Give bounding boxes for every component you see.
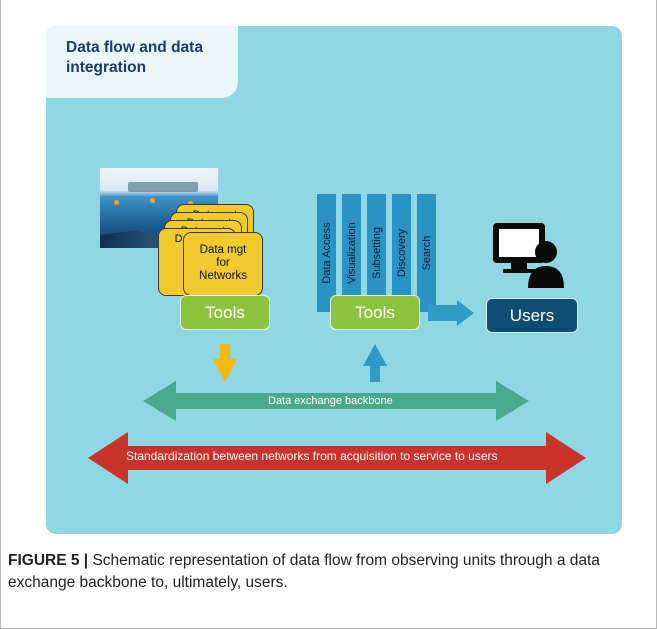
monitor-base	[503, 269, 535, 273]
photo-coastline	[128, 182, 198, 192]
front-card-line-3: Networks	[199, 270, 247, 282]
tool-column-data-access: Data Access	[317, 194, 336, 312]
tools-right-button: Tools	[330, 295, 420, 330]
buoy-marker	[188, 201, 193, 206]
backbone-label: Data exchange backbone	[268, 395, 393, 407]
monitor-stand	[511, 263, 527, 269]
users-label: Users	[509, 305, 555, 325]
figure-label: FIGURE 5 |	[8, 552, 89, 569]
buoy-marker	[150, 198, 155, 203]
users-button: Users	[486, 298, 578, 333]
backbone-double-arrow	[143, 381, 529, 421]
buoy-marker	[114, 200, 119, 205]
standardization-double-arrow	[88, 432, 586, 484]
diagram-arrows-layer	[88, 223, 586, 484]
tool-column-visualization: Visualization	[342, 194, 361, 312]
tools-right-label: Tools	[355, 302, 395, 322]
user-body	[528, 266, 564, 288]
frame-left-border	[0, 0, 1, 629]
tool-column-discovery: Discovery	[392, 194, 411, 312]
user-head	[535, 241, 557, 263]
title-tab: Data flow and data integration	[46, 26, 238, 98]
down-arrow-yellow	[213, 344, 237, 382]
computer-user-icon	[493, 223, 564, 288]
monitor-screen	[499, 229, 539, 257]
up-arrow-blue	[363, 344, 387, 382]
panel-title: Data flow and data integration	[66, 39, 203, 76]
data-mgt-for-networks-label: Data mgt for Networks	[184, 244, 262, 283]
tool-column-search: Search	[417, 194, 436, 312]
figure-caption-text: Schematic representation of data flow fr…	[8, 552, 600, 591]
standardization-label: Standardization between networks from ac…	[126, 449, 498, 463]
right-arrow-to-users	[428, 300, 474, 326]
diagram-panel: Data flow and data integration Data mgt …	[46, 26, 622, 534]
tools-left-label: Tools	[205, 302, 245, 322]
tools-left-button: Tools	[180, 295, 270, 330]
tool-column-subsetting: Subsetting	[367, 194, 386, 312]
front-card-line-2: for	[216, 257, 230, 269]
figure-caption: FIGURE 5 | Schematic representation of d…	[8, 550, 648, 594]
front-card-line-1: Data mgt	[199, 244, 247, 256]
